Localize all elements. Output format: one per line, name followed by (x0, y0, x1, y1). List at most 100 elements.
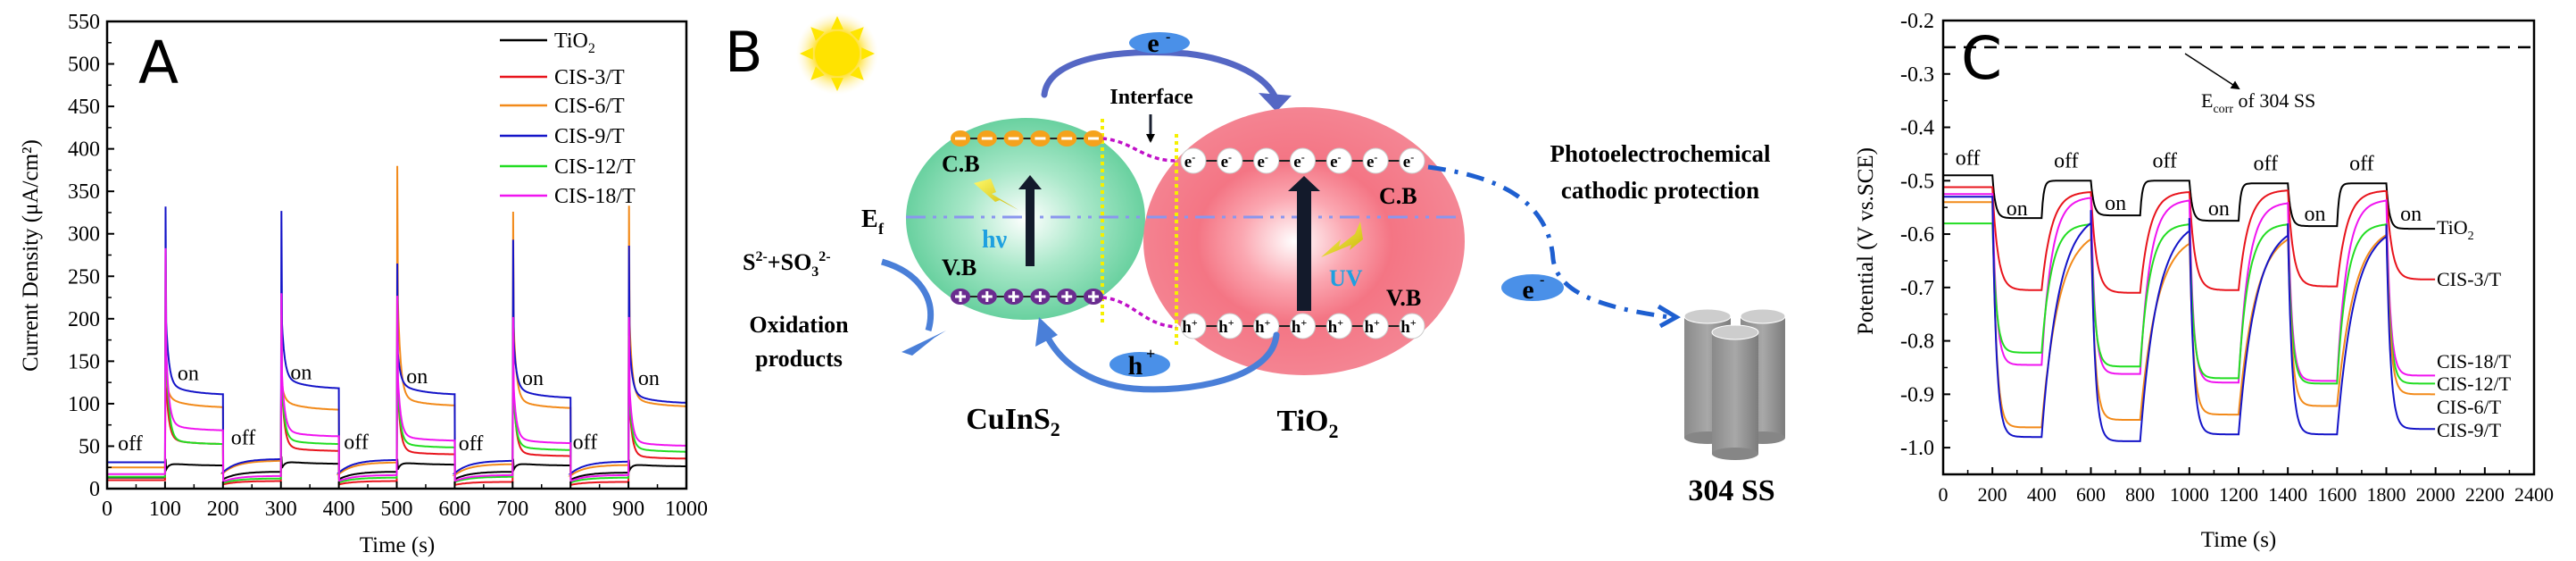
panel-c-x-tick-label: 0 (1939, 483, 1949, 506)
panel-a-y-tick-label: 50 (79, 435, 100, 458)
cuins2-cb-electrons (951, 130, 1103, 147)
panel-c-x-axis-label: Time (s) (2201, 528, 2277, 552)
panel-a-legend-item: CIS-3/T (500, 66, 625, 89)
panel-c-series-label: CIS-12/T (2437, 373, 2512, 395)
uv-label: UV (1329, 265, 1363, 291)
ecorr-label: Ecorr of 304 SS (2201, 89, 2315, 116)
panel-a-y-tick-label: 0 (89, 478, 100, 501)
hole-bubble (1180, 313, 1207, 339)
panel-b-label: B (725, 20, 763, 85)
panel-c-y-tick-label: -0.6 (1900, 223, 1934, 247)
panel-a-series-line (107, 247, 686, 484)
hole-bubble (1399, 313, 1425, 339)
cuins2-cb-label: C.B (942, 151, 980, 177)
hole-transfer-arrowhead (1035, 317, 1058, 347)
oxidation-arrow (880, 258, 935, 331)
panel-a-y-tick-label: 150 (68, 350, 100, 373)
panel-c-state-label: on (2305, 203, 2326, 226)
svg-text:h+: h+ (1364, 316, 1380, 337)
panel-c-y-axis-label: Potential (V vs.SCE) (1854, 147, 1878, 335)
panel-a-label: A (138, 29, 179, 97)
panel-c-state-label: off (2349, 152, 2374, 175)
oxidation-label-line2: products (755, 346, 843, 372)
legend-label: CIS-9/T (554, 125, 625, 148)
panel-a-state-label: on (406, 365, 428, 389)
oxidation-label-line1: Oxidation (749, 312, 849, 338)
legend-label: CIS-12/T (554, 155, 636, 179)
panel-c-state-label: off (2254, 152, 2279, 175)
steel-label: 304 SS (1688, 474, 1774, 507)
panel-a-legend-item: CIS-12/T (500, 155, 636, 179)
electron-flow-arrowhead (1657, 304, 1681, 329)
panel-a-legend-item: CIS-9/T (500, 125, 625, 148)
panel-a-y-tick-label: 300 (68, 223, 100, 247)
electron-transfer-arrowhead (1259, 93, 1292, 112)
panel-c-x-tick-label: 1600 (2317, 483, 2356, 506)
panel-a-legend-item: CIS-6/T (500, 95, 625, 118)
panel-a-x-tick-label: 600 (438, 498, 470, 521)
panel-c-series-label: CIS-3/T (2437, 268, 2502, 290)
panel-a-x-tick-label: 900 (612, 498, 644, 521)
panel-a-state-label: off (344, 431, 369, 454)
panel-a-x-tick-label: 200 (207, 498, 239, 521)
panel-a-series (107, 165, 687, 486)
svg-text:h+: h+ (1218, 316, 1234, 337)
hv-label: hν (982, 226, 1008, 254)
hole-bubble (1290, 313, 1316, 339)
cuins2-lightning-icon (974, 179, 1018, 210)
tio2-excitation-arrow (1288, 176, 1320, 311)
panel-c-series (1943, 174, 2436, 442)
panel-a-y-tick-label: 400 (68, 138, 100, 162)
panel-c-series-label: CIS-9/T (2437, 419, 2502, 441)
panel-a-state-label: on (178, 362, 199, 385)
svg-text:e-: e- (1330, 151, 1341, 172)
panel-c-y-tick-label: -0.2 (1900, 10, 1934, 33)
legend-label: CIS-18/T (554, 185, 636, 208)
panel-a-legend: TiO2CIS-3/TCIS-6/TCIS-9/TCIS-12/TCIS-18/… (500, 29, 636, 208)
panel-a-y-tick-label: 350 (68, 180, 100, 204)
svg-text:e-: e- (1257, 151, 1267, 172)
sun-icon (796, 13, 878, 95)
panel-c-y-tick-label: -0.8 (1900, 331, 1934, 354)
electron-bubble (1325, 147, 1352, 174)
svg-text:S2-+SO32-: S2-+SO32- (743, 249, 831, 280)
panel-a-y-tick-label: 550 (68, 11, 100, 34)
panel-c-y-tick-label: -0.9 (1900, 383, 1934, 406)
panel-c-x-tick-label: 2200 (2465, 483, 2505, 506)
svg-text:h+: h+ (1400, 316, 1417, 337)
hole-transfer-arrow (1041, 327, 1280, 393)
panel-a-x-tick-label: 100 (149, 498, 181, 521)
steel-cylinders-icon (1683, 308, 1786, 460)
panel-a-y-tick-label: 100 (68, 393, 100, 416)
panel-a-state-label: off (459, 432, 484, 456)
sun-ray (831, 78, 843, 91)
tio2-vb-holes: h+h+h+h+h+h+h+ (1180, 313, 1425, 339)
svg-text:e-: e- (1184, 151, 1195, 172)
panel-a-x-tick-label: 1000 (665, 498, 708, 521)
panel-a-state-label: on (290, 361, 312, 384)
panel-c-y-tick-label: -0.5 (1900, 170, 1934, 193)
panel-c-state-label: off (2152, 149, 2177, 172)
panel-c-x-tick-label: 1800 (2367, 483, 2406, 506)
panel-c-state-label: off (2054, 149, 2079, 172)
vb-connector (1101, 296, 1177, 329)
electron-bubble (1399, 147, 1425, 174)
tio2-label: TiO2 (1277, 405, 1339, 442)
panel-a-series-line (107, 206, 686, 475)
panel-c-state-label: on (2208, 197, 2230, 221)
oxidation-arrowhead (902, 331, 946, 356)
panel-c-series-line (1943, 222, 2436, 385)
panel-a-y-tick-label: 250 (68, 265, 100, 289)
interface-label: Interface (1109, 86, 1193, 109)
panel-a-series-line (107, 165, 687, 477)
panel-c-y-tick-label: -1.0 (1900, 437, 1934, 460)
sun-ray (810, 66, 825, 80)
panel-c-series-line (1943, 201, 2436, 429)
hole-bubble (1217, 313, 1243, 339)
legend-label: CIS-3/T (554, 66, 625, 89)
